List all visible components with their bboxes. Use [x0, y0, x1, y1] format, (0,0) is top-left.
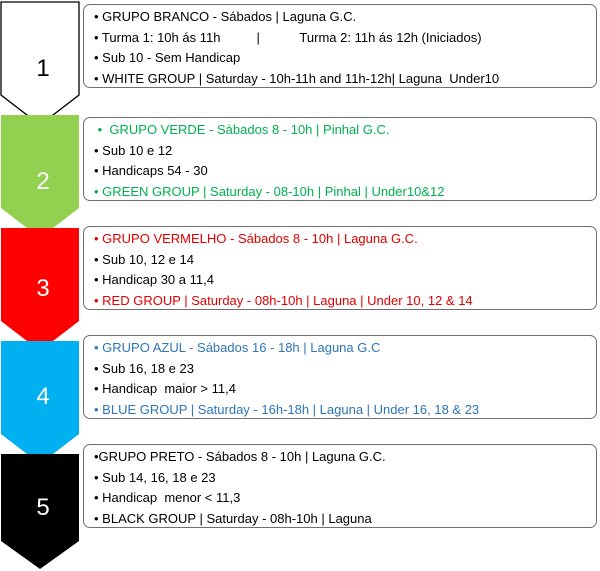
box-2-line-1: • GRUPO VERDE - Sábados 8 - 10h | Pinhal…: [94, 122, 390, 137]
box-4-line-4: • BLUE GROUP | Saturday - 16h-18h | Lagu…: [94, 401, 480, 417]
group-box-2: • GRUPO VERDE - Sábados 8 - 10h | Pinhal…: [83, 117, 597, 201]
group-box-5: •GRUPO PRETO - Sábados 8 - 10h | Laguna …: [83, 444, 597, 528]
box-2-line-4: • GREEN GROUP | Saturday - 08-10h | Pinh…: [94, 183, 445, 199]
box-5-line-4: • BLACK GROUP | Saturday - 08h-10h | Lag…: [94, 510, 372, 526]
box-3-line-2: • Sub 10, 12 e 14: [94, 251, 194, 267]
box-2-line-2: • Sub 10 e 12: [94, 142, 173, 158]
box-4-line-1: • GRUPO AZUL - Sábados 16 - 18h | Laguna…: [94, 340, 381, 355]
step-number-2: 2: [36, 168, 49, 195]
chevron-1: [0, 1, 80, 126]
box-5-line-3: • Handicap menor < 11,3: [94, 490, 241, 505]
box-1-line-1: • GRUPO BRANCO - Sábados | Laguna G.C.: [94, 9, 357, 24]
box-3-line-3: • Handicap 30 a 11,4: [94, 272, 214, 287]
box-5-line-1: •GRUPO PRETO - Sábados 8 - 10h | Laguna …: [94, 449, 386, 464]
box-5-line-2: • Sub 14, 16, 18 e 23: [94, 469, 216, 485]
step-number-1: 1: [36, 55, 49, 82]
group-box-4: • GRUPO AZUL - Sábados 16 - 18h | Laguna…: [83, 335, 597, 419]
box-1-line-4: • WHITE GROUP | Saturday - 10h-11h and 1…: [94, 70, 500, 86]
box-1-line-2: • Turma 1: 10h ás 11h | Turma 2: 11h ás …: [94, 29, 482, 45]
step-number-5: 5: [36, 494, 49, 521]
box-4-line-3: • Handicap maior > 11,4: [94, 381, 236, 396]
box-1-line-3: • Sub 10 - Sem Handicap: [94, 50, 241, 65]
chevron-5: [1, 454, 79, 569]
group-box-3: • GRUPO VERMELHO - Sábados 8 - 10h | Lag…: [83, 226, 597, 310]
box-3-line-4: • RED GROUP | Saturday - 08h-10h | Lagun…: [94, 292, 473, 308]
chevron-4: [1, 341, 79, 464]
box-2-line-3: • Handicaps 54 - 30: [94, 163, 208, 178]
chevron-3: [1, 228, 79, 351]
step-number-4: 4: [36, 383, 49, 410]
group-box-1: • GRUPO BRANCO - Sábados | Laguna G.C. •…: [83, 4, 597, 88]
box-4-line-2: • Sub 16, 18 e 23: [94, 360, 194, 376]
step-number-3: 3: [36, 275, 49, 302]
chevron-2: [1, 115, 79, 238]
box-3-line-1: • GRUPO VERMELHO - Sábados 8 - 10h | Lag…: [94, 231, 418, 246]
